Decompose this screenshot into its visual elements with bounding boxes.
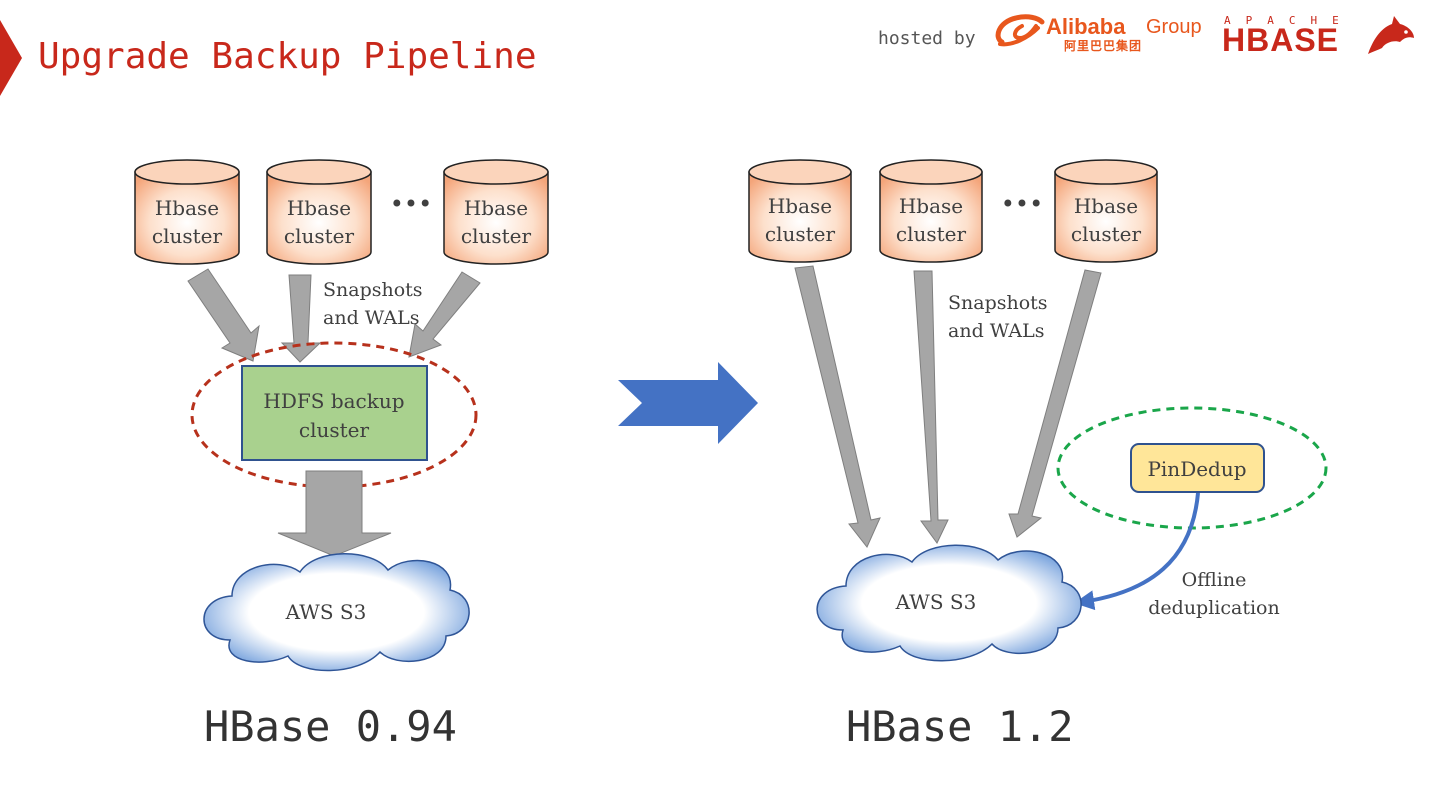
right-cluster-1-line1: Hbase [768, 194, 832, 218]
right-cluster-1-cylinder [748, 159, 852, 263]
right-cloud-label: AWS S3 [895, 590, 977, 614]
left-cluster-2-cylinder [266, 159, 372, 265]
right-arrow-label-2: and WALs [948, 320, 1044, 342]
right-cloud [816, 544, 1082, 662]
pindedup-label: PinDedup [1147, 457, 1246, 481]
alibaba-name: Alibaba [1046, 14, 1126, 39]
pindedup-box [1130, 443, 1265, 493]
right-ellipsis: ••• [1001, 190, 1043, 218]
hdfs-label-line2: cluster [299, 418, 370, 442]
left-version-label: HBase 0.94 [204, 702, 457, 751]
right-cluster-3-line2: cluster [1071, 222, 1142, 246]
left-ellipsis: ••• [390, 190, 432, 218]
right-arrow-1 [794, 265, 881, 548]
page-title: Upgrade Backup Pipeline [38, 36, 537, 77]
right-cluster-3-line1: Hbase [1074, 194, 1138, 218]
left-cluster-1-cylinder [134, 159, 240, 265]
right-version-label: HBase 1.2 [846, 702, 1074, 751]
left-cloud [203, 553, 470, 672]
apache-label: APACHE [1224, 14, 1354, 27]
left-cluster-1-line1: Hbase [155, 196, 219, 220]
left-cloud-label: AWS S3 [285, 600, 367, 624]
right-arrow-2 [913, 270, 949, 544]
hosted-by-text: hosted by [878, 28, 976, 49]
right-cluster-3-cylinder [1054, 159, 1158, 263]
right-cluster-1-line2: cluster [765, 222, 836, 246]
alibaba-logo-icon [995, 14, 1045, 47]
hbase-orca-icon [1368, 16, 1414, 54]
left-arrow-1 [187, 268, 260, 362]
left-cluster-3-line1: Hbase [464, 196, 528, 220]
left-arrow-label-2: and WALs [323, 307, 419, 329]
left-cluster-3-cylinder [443, 159, 549, 265]
right-cluster-2-line2: cluster [896, 222, 967, 246]
offline-label-1: Offline [1182, 569, 1247, 591]
alibaba-group-label: Group [1146, 16, 1202, 38]
left-cluster-3-line2: cluster [461, 224, 532, 248]
right-arrow-label-1: Snapshots [948, 292, 1048, 314]
right-cluster-2-cylinder [879, 159, 983, 263]
dedup-curve-arrow [1074, 492, 1200, 611]
hdfs-label-line1: HDFS backup [263, 389, 404, 413]
left-arrow-label-1: Snapshots [323, 279, 423, 301]
right-cluster-2-line1: Hbase [899, 194, 963, 218]
title-accent-tab [0, 20, 22, 96]
left-arrow-3 [408, 271, 481, 358]
left-arrow-2 [280, 274, 322, 363]
left-cluster-2-line1: Hbase [287, 196, 351, 220]
right-arrow-3 [1008, 269, 1102, 538]
offline-label-2: deduplication [1148, 597, 1279, 619]
alibaba-chinese-label: 阿里巴巴集团 [1064, 39, 1143, 53]
hdfs-backup-box [241, 365, 428, 461]
left-cluster-1-line2: cluster [152, 224, 223, 248]
hdfs-to-s3-arrow [277, 470, 392, 557]
upgrade-arrow [618, 362, 758, 444]
left-cluster-2-line2: cluster [284, 224, 355, 248]
hbase-logo-text: HBASE [1222, 22, 1340, 58]
